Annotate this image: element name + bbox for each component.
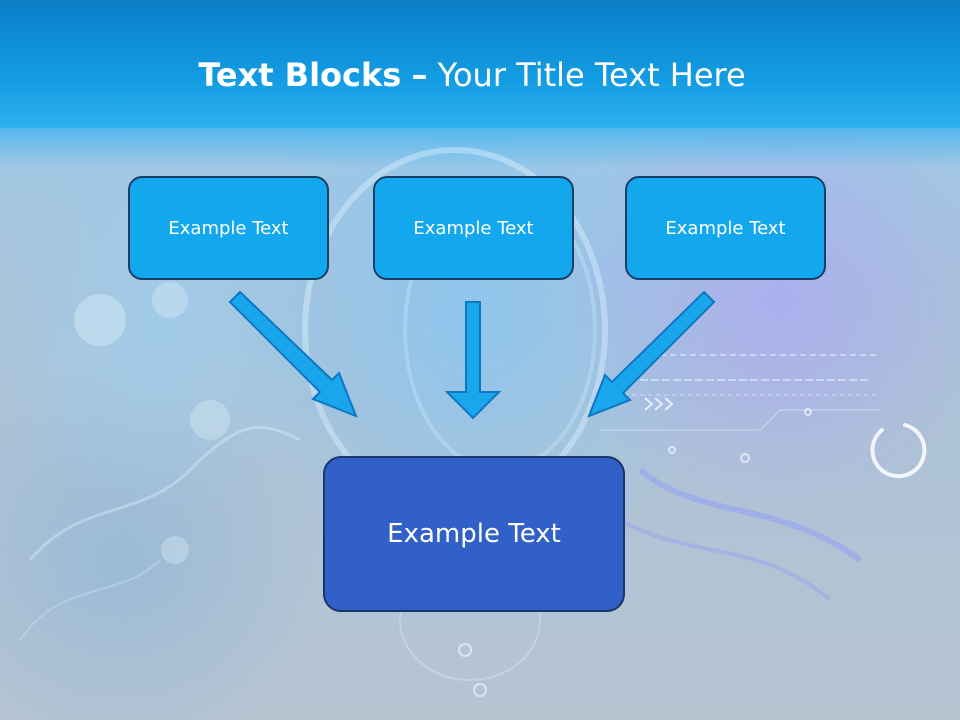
arrow-right-to-main[interactable] xyxy=(587,290,716,418)
text-block-center[interactable]: Example Text xyxy=(373,176,574,280)
text-block-center-label: Example Text xyxy=(413,217,534,239)
text-block-right[interactable]: Example Text xyxy=(625,176,826,280)
slide-title: Text Blocks – Your Title Text Here xyxy=(0,55,944,95)
text-block-left[interactable]: Example Text xyxy=(128,176,329,280)
title-bar xyxy=(0,0,960,128)
text-block-main[interactable]: Example Text xyxy=(323,456,625,612)
text-block-main-label: Example Text xyxy=(387,519,561,549)
title-dash: – xyxy=(411,56,428,94)
title-bold: Text Blocks xyxy=(198,56,402,94)
title-bar-fade xyxy=(0,128,960,168)
arrow-center-to-main[interactable] xyxy=(444,301,502,420)
title-rest: Your Title Text Here xyxy=(437,56,746,94)
arrow-left-to-main[interactable] xyxy=(228,290,358,418)
text-block-right-label: Example Text xyxy=(665,217,786,239)
text-block-left-label: Example Text xyxy=(168,217,289,239)
